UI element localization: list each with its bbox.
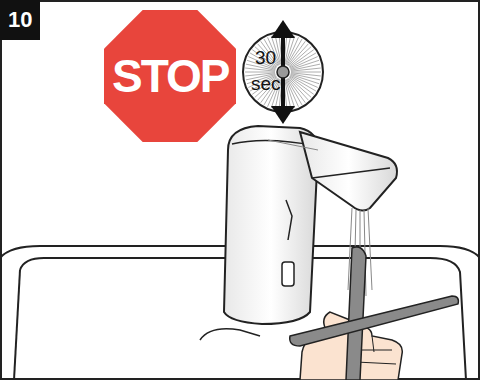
stop-sign: STOP xyxy=(104,10,236,142)
arrow-head-down xyxy=(271,106,295,124)
tool-vertical xyxy=(346,247,366,380)
node-text: STOP xyxy=(112,53,228,99)
dial-rays xyxy=(245,34,321,110)
node-text: 30 xyxy=(255,48,276,67)
timer-dial: 30 sec xyxy=(243,32,323,112)
faucet-body xyxy=(224,126,318,324)
faucet-spout xyxy=(300,132,397,211)
node-text: 10 xyxy=(8,9,32,31)
step-number: 10 xyxy=(0,0,40,40)
sink-basin-side xyxy=(14,270,20,380)
dial-ring xyxy=(243,32,323,112)
sensor-window xyxy=(282,262,294,286)
node-text: sec xyxy=(251,74,281,93)
arrow-head-up xyxy=(271,20,295,38)
tool-blade xyxy=(290,296,459,346)
drain xyxy=(200,329,260,340)
spout-highlight xyxy=(268,140,318,150)
spout-edge xyxy=(312,168,390,178)
faucet-contour xyxy=(286,200,292,240)
